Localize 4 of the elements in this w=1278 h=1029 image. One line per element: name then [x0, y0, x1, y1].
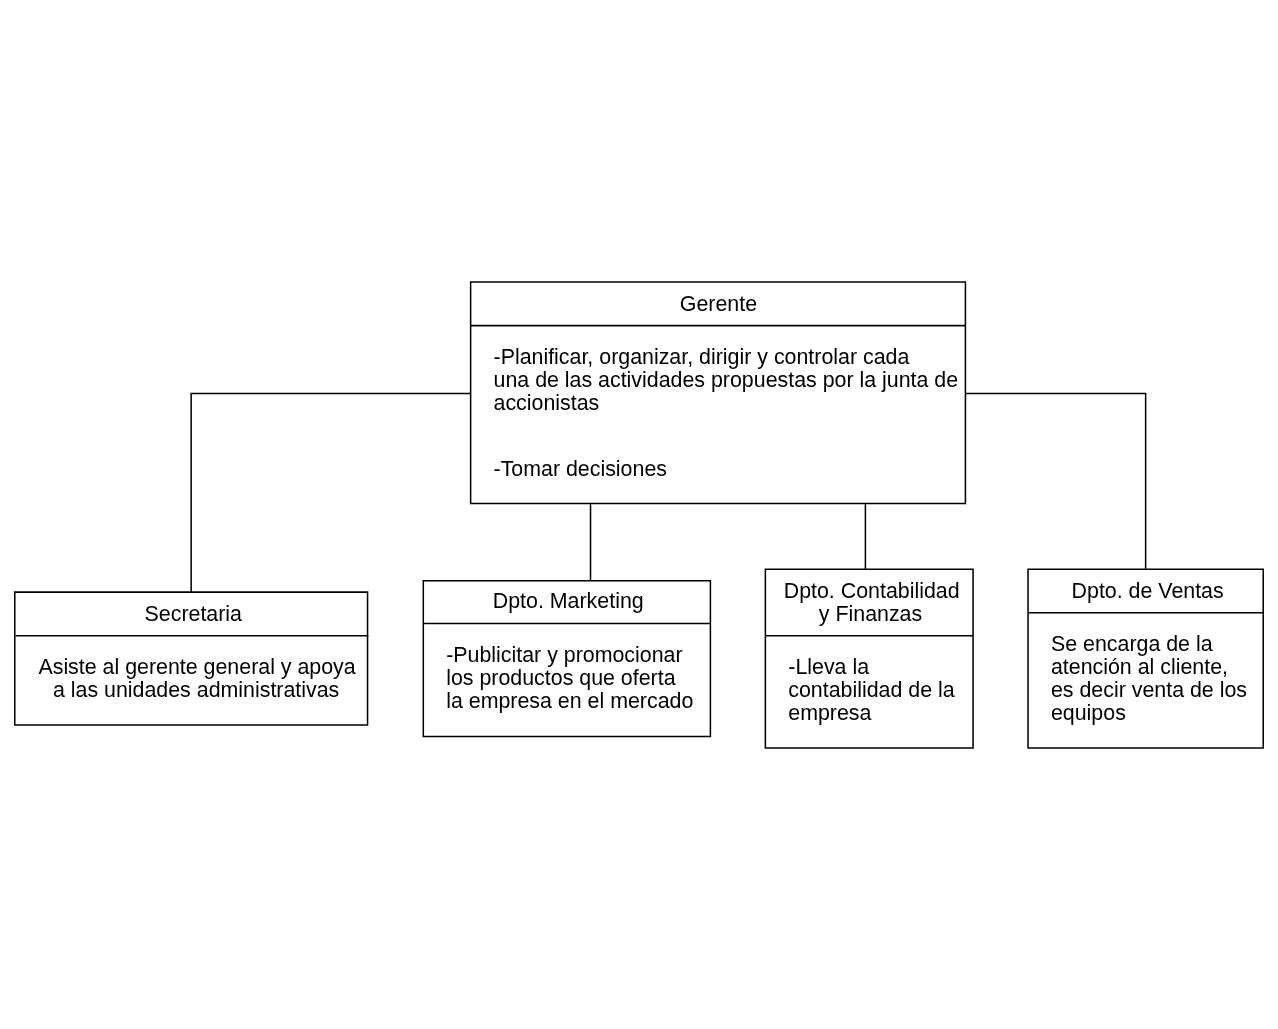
connector — [190, 392, 472, 592]
connector — [589, 502, 592, 581]
connector — [864, 502, 867, 570]
connector — [964, 392, 1147, 570]
